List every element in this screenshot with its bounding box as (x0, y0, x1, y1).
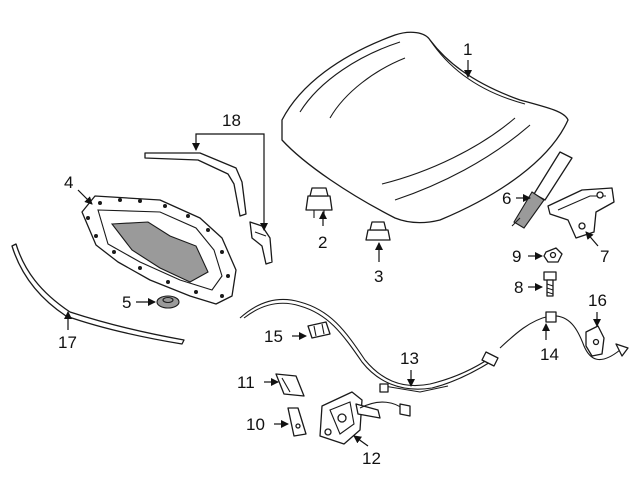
cable-clip (307, 321, 331, 339)
hinge-bolt (543, 271, 557, 297)
callout-16: 16 (588, 291, 607, 310)
side-seal-right (249, 221, 273, 265)
leader-lines (64, 60, 601, 447)
callout-14: 14 (540, 345, 559, 364)
latch-bracket (275, 373, 305, 397)
hood-bumper-small (365, 221, 391, 241)
callout-8: 8 (514, 278, 523, 297)
hood-insulation-pad (81, 195, 237, 305)
release-cable-rear (499, 311, 629, 361)
callout-1: 1 (463, 40, 472, 59)
release-handle (585, 325, 605, 357)
callout-18: 18 (222, 111, 241, 130)
callout-labels: 1 2 3 4 5 6 7 8 9 10 11 12 13 14 15 16 1… (58, 40, 609, 468)
latch-pad (287, 407, 307, 437)
callout-2: 2 (318, 233, 327, 252)
hood-latch (319, 391, 411, 445)
callout-11: 11 (237, 373, 255, 392)
callout-4: 4 (64, 173, 73, 192)
side-seal-left (144, 152, 247, 217)
grommet (156, 295, 180, 309)
callout-7: 7 (600, 247, 609, 266)
hood-bumper-stop (305, 187, 333, 218)
front-seal-strip (11, 243, 185, 345)
callout-10: 10 (246, 415, 265, 434)
release-cable (239, 298, 499, 393)
callout-13: 13 (400, 349, 419, 368)
callout-15: 15 (264, 327, 283, 346)
hood-lift-strut (511, 151, 573, 229)
callout-9: 9 (512, 247, 521, 266)
callout-3: 3 (374, 267, 383, 286)
callout-17: 17 (58, 333, 77, 352)
callout-6: 6 (502, 189, 511, 208)
hinge-nut (543, 247, 563, 263)
callout-12: 12 (362, 449, 381, 468)
hood-panel (281, 31, 569, 224)
hood-hinge (547, 187, 615, 239)
callout-5: 5 (122, 293, 131, 312)
